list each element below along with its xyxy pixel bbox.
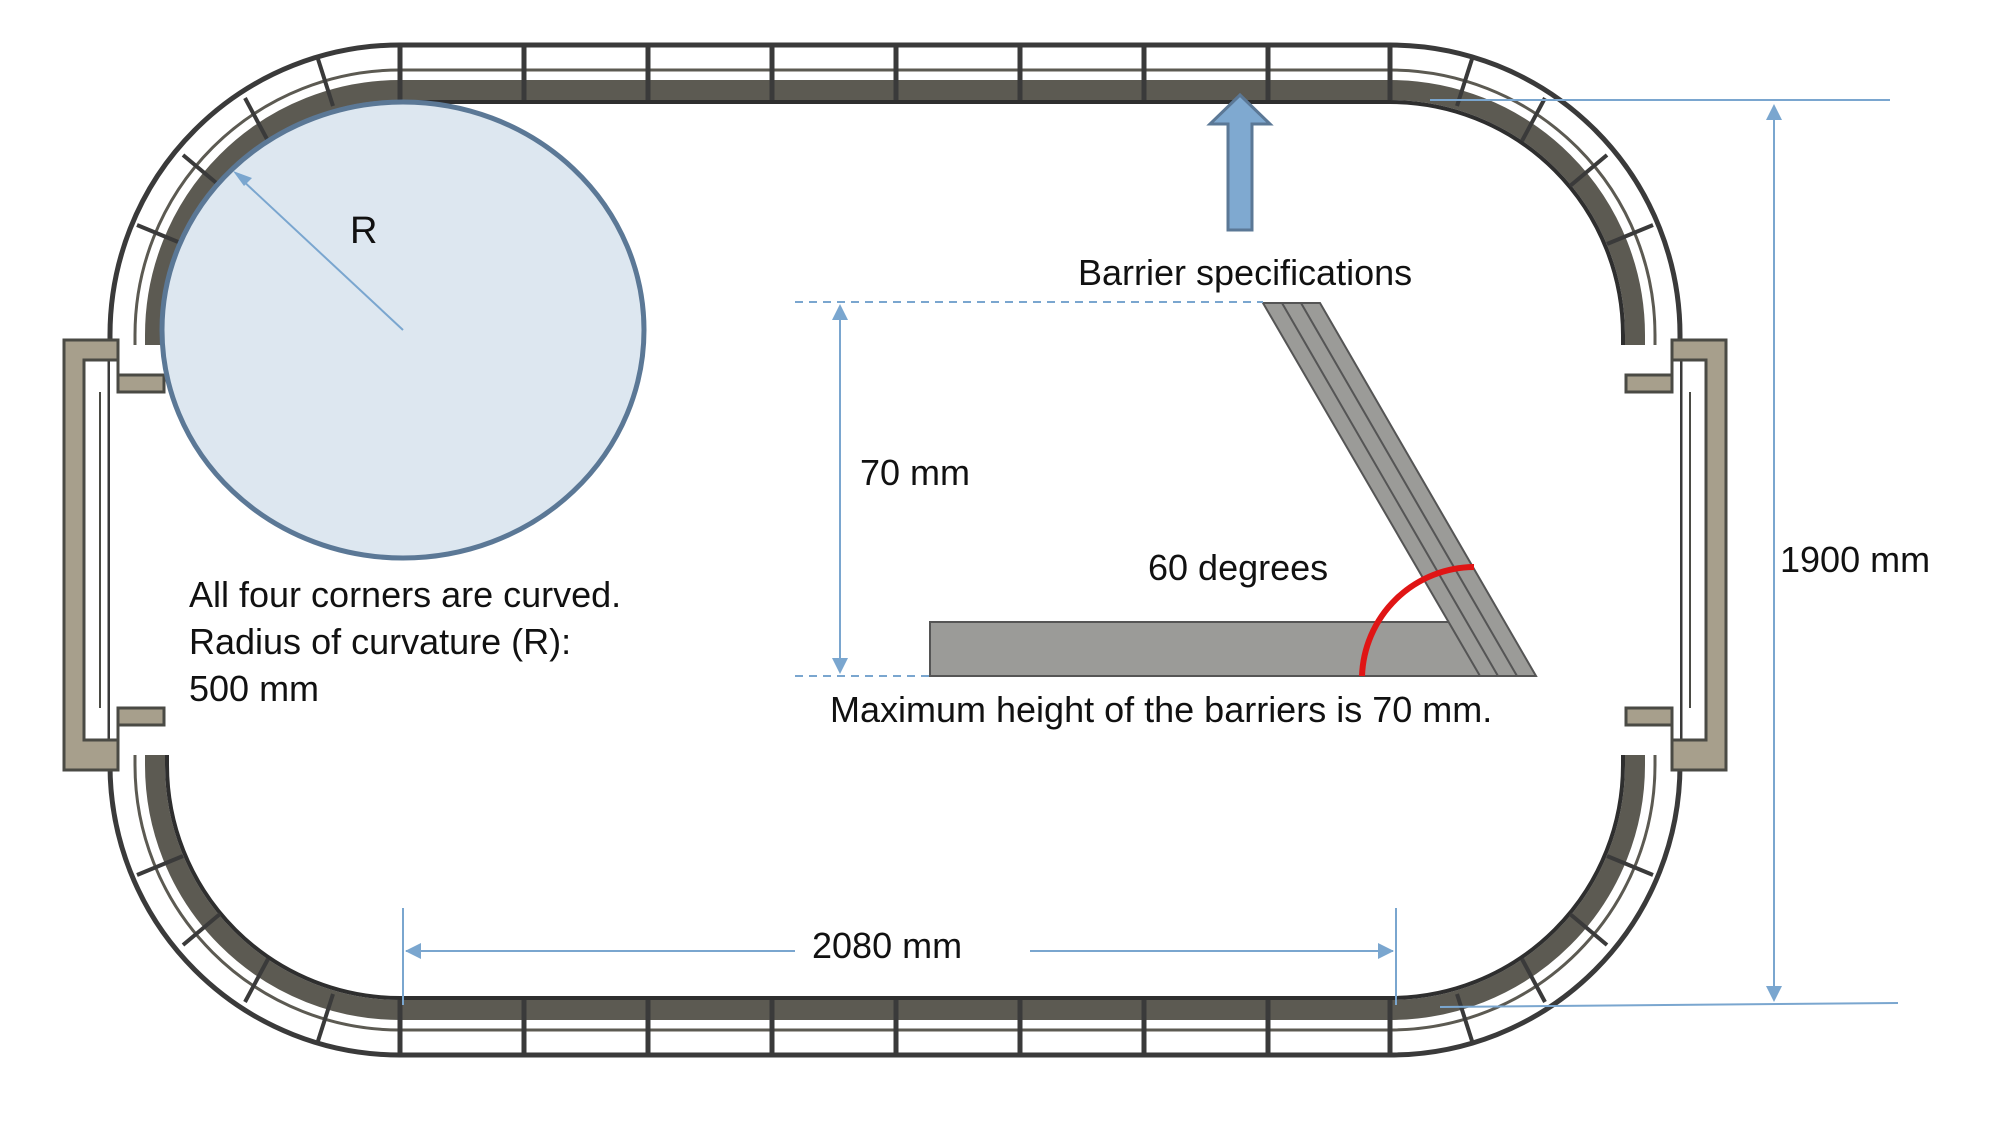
corner-note-line-3: 500 mm [189, 668, 319, 709]
right-gate [1620, 338, 1728, 772]
left-gate-opening [110, 345, 170, 755]
barrier-height-dimension: 70 mm [795, 301, 1263, 677]
barrier-wall-line-1 [1281, 302, 1499, 677]
barrier-wall-line-2 [1300, 302, 1518, 677]
total-height-dimension: 1900 mm [1430, 99, 1930, 1008]
angle-label: 60 degrees [1148, 547, 1328, 588]
corner-segment-dividers [136, 58, 1654, 1042]
bottom-segment-dividers [397, 1000, 1393, 1055]
radius-illustration: R [159, 99, 647, 561]
barrier-profile: 60 degrees [929, 302, 1538, 677]
total-height-label: 1900 mm [1780, 539, 1930, 580]
corner-note: All four corners are curved. Radius of c… [189, 574, 621, 709]
angle-arc [1359, 564, 1475, 677]
barrier-base [929, 621, 1493, 677]
radius-line [239, 177, 404, 331]
right-gate-opening [1620, 345, 1680, 755]
radius-arrowhead [233, 171, 252, 186]
left-gate-frame [62, 338, 166, 772]
radius-letter: R [350, 210, 377, 252]
left-gate [62, 338, 170, 772]
barrier-height-label: 70 mm [860, 452, 970, 493]
barrier-pointer-arrow [1206, 92, 1274, 232]
corner-note-line-2: Radius of curvature (R): [189, 621, 571, 662]
right-gate-frame [1624, 338, 1728, 772]
max-height-note: Maximum height of the barriers is 70 mm. [830, 689, 1492, 730]
corner-note-line-1: All four corners are curved. [189, 574, 621, 615]
width-dimension: 2080 mm [402, 908, 1397, 1005]
width-label: 2080 mm [812, 925, 962, 966]
top-segment-dividers [397, 45, 1393, 100]
barrier-title: Barrier specifications [1078, 252, 1412, 293]
